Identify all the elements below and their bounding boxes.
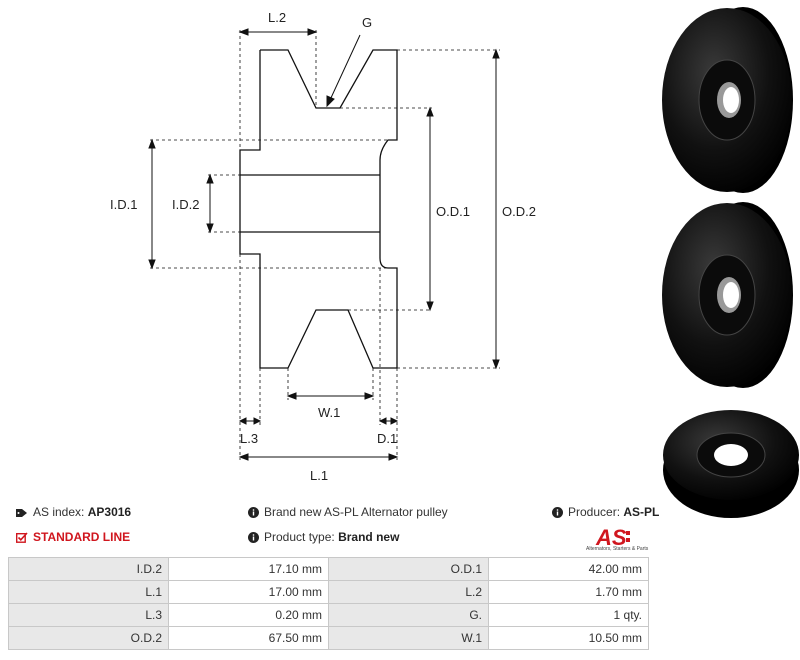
pulley-photo-top bbox=[663, 410, 799, 518]
spec-value: 1.70 mm bbox=[488, 580, 649, 604]
standard-line-badge: STANDARD LINE bbox=[16, 530, 130, 544]
producer-value: AS-PL bbox=[623, 505, 660, 519]
spec-label: I.D.2 bbox=[8, 557, 169, 581]
spec-value: 42.00 mm bbox=[488, 557, 649, 581]
producer: Producer: AS-PL bbox=[552, 505, 659, 519]
product-description: Brand new AS-PL Alternator pulley bbox=[248, 505, 448, 519]
product-type: Product type: Brand new bbox=[248, 530, 399, 544]
label-od1: O.D.1 bbox=[436, 204, 470, 219]
producer-label: Producer: bbox=[568, 505, 621, 519]
product-type-label: Product type: bbox=[264, 530, 335, 544]
info-icon bbox=[248, 532, 259, 544]
spec-value: 0.20 mm bbox=[168, 603, 329, 627]
specs-table: I.D.2 17.10 mm O.D.1 42.00 mm L.1 17.00 … bbox=[8, 557, 649, 650]
spec-label: L.2 bbox=[328, 580, 489, 604]
label-g: G bbox=[362, 15, 372, 30]
spec-label: O.D.1 bbox=[328, 557, 489, 581]
pulley-photo-angle bbox=[662, 202, 793, 388]
label-od2: O.D.2 bbox=[502, 204, 536, 219]
as-index-value: AP3016 bbox=[87, 505, 132, 519]
spec-value: 1 qty. bbox=[488, 603, 649, 627]
label-id1: I.D.1 bbox=[110, 197, 137, 212]
label-d1: D.1 bbox=[377, 431, 397, 446]
label-l3: L.3 bbox=[240, 431, 258, 446]
description-text: Brand new AS-PL Alternator pulley bbox=[264, 505, 448, 519]
spec-label: L.1 bbox=[8, 580, 169, 604]
as-index-label: AS index: bbox=[33, 505, 85, 519]
table-row: O.D.2 67.50 mm W.1 10.50 mm bbox=[8, 626, 649, 650]
table-row: L.3 0.20 mm G. 1 qty. bbox=[8, 603, 649, 627]
info-icon bbox=[248, 507, 259, 519]
as-pl-logo: AS bbox=[595, 525, 630, 550]
logo-text: AS bbox=[595, 525, 627, 550]
pulley-technical-drawing: L.2 G I.D.1 I.D.2 O.D.1 O.D.2 W.1 L.3 D.… bbox=[110, 10, 536, 483]
spec-value: 17.10 mm bbox=[168, 557, 329, 581]
pulley-photo-side bbox=[662, 7, 793, 193]
spec-label: O.D.2 bbox=[8, 626, 169, 650]
spec-value: 10.50 mm bbox=[488, 626, 649, 650]
product-type-value: Brand new bbox=[338, 530, 400, 544]
label-l1: L.1 bbox=[310, 468, 328, 483]
spec-value: 67.50 mm bbox=[168, 626, 329, 650]
label-id2: I.D.2 bbox=[172, 197, 199, 212]
spec-label: G. bbox=[328, 603, 489, 627]
as-index: AS index: AP3016 bbox=[16, 505, 131, 519]
checkbox-icon bbox=[16, 532, 28, 544]
spec-value: 17.00 mm bbox=[168, 580, 329, 604]
product-photos bbox=[662, 7, 799, 518]
spec-label: L.3 bbox=[8, 603, 169, 627]
standard-line-text: STANDARD LINE bbox=[33, 530, 131, 544]
table-row: I.D.2 17.10 mm O.D.1 42.00 mm bbox=[8, 557, 649, 581]
label-w1: W.1 bbox=[318, 405, 340, 420]
logo-tagline: Alternators, Starters & Parts bbox=[586, 546, 649, 552]
info-icon bbox=[552, 507, 563, 519]
spec-label: W.1 bbox=[328, 626, 489, 650]
tag-icon bbox=[16, 508, 27, 517]
table-row: L.1 17.00 mm L.2 1.70 mm bbox=[8, 580, 649, 604]
label-l2: L.2 bbox=[268, 10, 286, 25]
